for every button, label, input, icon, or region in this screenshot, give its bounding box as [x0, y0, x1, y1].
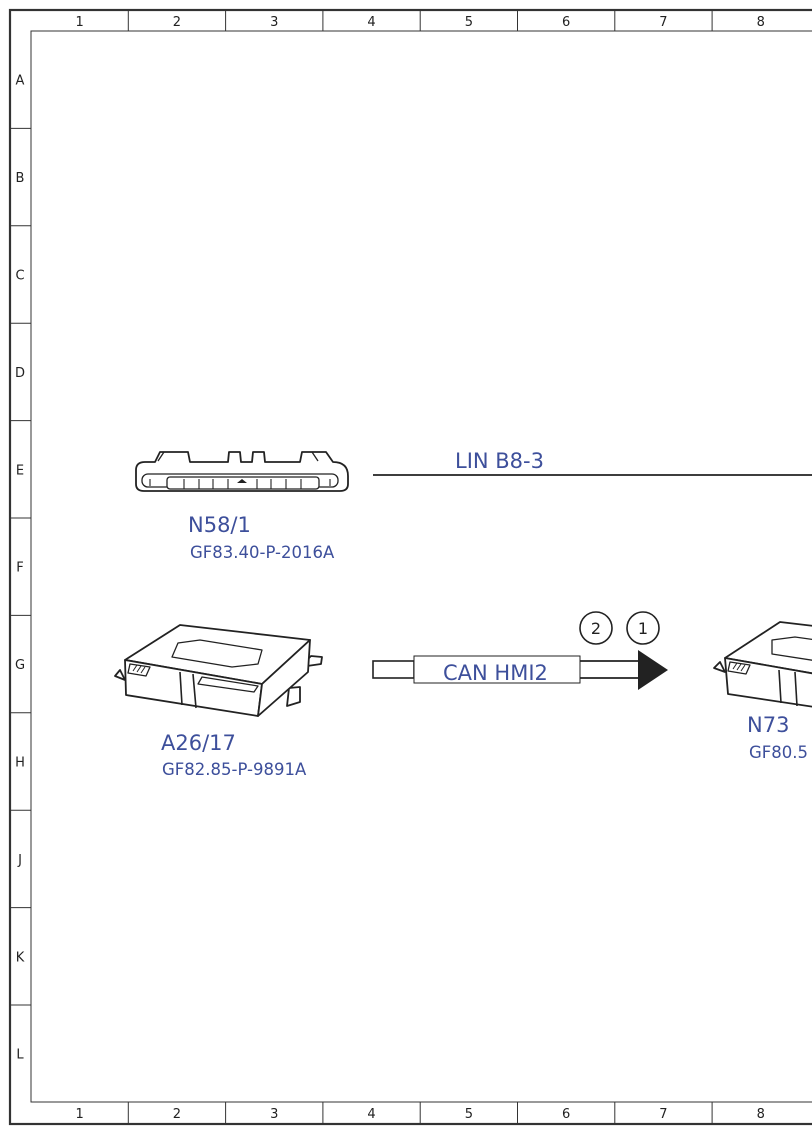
can-hmi2-bus[interactable] — [372, 650, 668, 690]
grid-column-label: 2 — [173, 1107, 181, 1122]
n73-control-unit-icon[interactable] — [713, 621, 812, 712]
grid-column-labels-top: 1 2 3 4 5 6 7 8 — [76, 15, 765, 30]
grid-row-label: H — [15, 756, 25, 771]
svg-text:1: 1 — [638, 619, 648, 638]
grid-row-label: B — [16, 171, 25, 186]
grid-row-label: A — [16, 74, 25, 89]
grid-column-label: 5 — [465, 15, 473, 30]
grid-column-label: 6 — [562, 1107, 570, 1122]
svg-text:2: 2 — [591, 619, 601, 638]
grid-row-labels: A B C D E F G H J K L — [15, 74, 25, 1063]
grid-column-label: 2 — [173, 15, 181, 30]
grid-ticks — [10, 10, 713, 1124]
grid-column-label: 4 — [367, 1107, 375, 1122]
grid-column-labels-bottom: 1 2 3 4 5 6 7 8 — [76, 1107, 765, 1122]
grid-row-label: G — [15, 658, 25, 673]
grid-column-label: 3 — [270, 15, 278, 30]
grid-row-label: K — [16, 950, 25, 965]
grid-column-label: 1 — [76, 15, 84, 30]
a26-17-control-unit-icon[interactable] — [114, 624, 323, 717]
a26-17-reference[interactable]: GF82.85-P-9891A — [162, 760, 307, 779]
grid-column-label: 7 — [659, 1107, 667, 1122]
lin-b8-3-label: LIN B8-3 — [455, 449, 544, 473]
grid-row-label: F — [16, 561, 23, 576]
grid-column-label: 8 — [757, 1107, 765, 1122]
grid-column-label: 7 — [659, 15, 667, 30]
grid-row-label: L — [16, 1048, 24, 1063]
n73-reference[interactable]: GF80.5 — [749, 743, 808, 762]
n73-name: N73 — [747, 713, 789, 737]
grid-column-label: 1 — [76, 1107, 84, 1122]
grid-column-label: 8 — [757, 15, 765, 30]
a26-17-name: A26/17 — [161, 731, 236, 755]
marker-circle-2[interactable]: 2 — [579, 611, 613, 645]
grid-row-label: D — [15, 366, 25, 381]
grid-row-label: E — [16, 463, 24, 478]
n58-1-name: N58/1 — [188, 513, 251, 537]
marker-circle-1[interactable]: 1 — [626, 611, 660, 645]
grid-row-label: J — [17, 853, 22, 868]
inner-frame — [30, 30, 812, 1103]
can-hmi2-label-box — [413, 655, 581, 684]
n58-1-reference[interactable]: GF83.40-P-2016A — [190, 543, 335, 562]
grid-column-label: 3 — [270, 1107, 278, 1122]
grid-column-label: 5 — [465, 1107, 473, 1122]
grid-row-label: C — [15, 269, 24, 284]
outer-frame — [8, 8, 812, 1126]
can-hmi2-label: CAN HMI2 — [443, 661, 548, 685]
grid-column-label: 6 — [562, 15, 570, 30]
grid-column-label: 4 — [367, 15, 375, 30]
direction-arrow-icon — [638, 650, 668, 690]
n58-1-connector-strip-icon[interactable] — [135, 451, 349, 492]
